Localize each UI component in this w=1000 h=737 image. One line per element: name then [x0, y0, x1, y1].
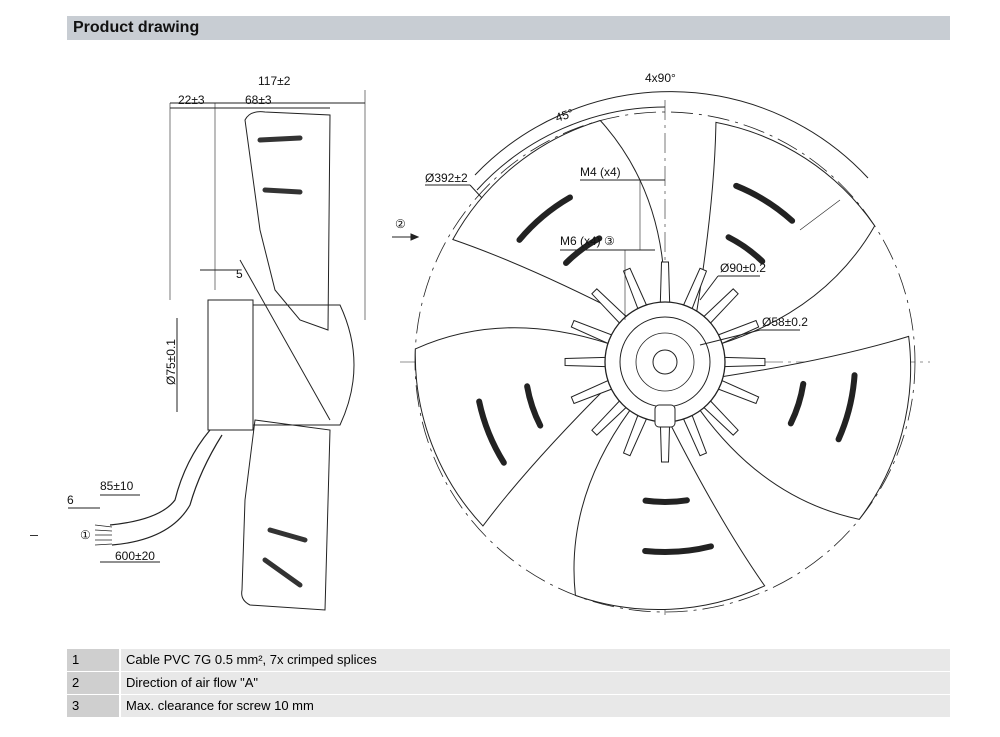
- section-header: Product drawing: [67, 16, 950, 40]
- motor-flange: [207, 299, 254, 431]
- fan-blade: [696, 121, 876, 344]
- dim-d58: Ø58±0.2: [762, 315, 808, 329]
- dim-offset: 22±3: [178, 93, 205, 107]
- dim-fan-diameter: Ø392±2: [425, 171, 468, 185]
- legend-num: 1: [67, 649, 119, 671]
- motor-body: [252, 304, 355, 426]
- blade-slot: [642, 543, 714, 555]
- motor-fin: [659, 261, 671, 308]
- dim-strip-end: 6: [67, 493, 74, 507]
- fan-blades: [414, 119, 912, 610]
- blade-slot: [733, 182, 796, 224]
- blade-edge: [239, 259, 331, 421]
- blade-slot: [642, 497, 690, 505]
- dim-depth: 68±3: [245, 93, 272, 107]
- blade-upper: [244, 111, 331, 331]
- blade-slots: [257, 135, 308, 588]
- legend-num: 2: [67, 672, 119, 694]
- dim-45-arc: [476, 106, 666, 191]
- dim-cable-length: 600±20: [115, 549, 155, 563]
- legend-text: Direction of air flow "A": [121, 672, 950, 694]
- motor-fin: [719, 356, 766, 368]
- fan-blade: [699, 335, 912, 520]
- dim-m4: M4 (x4): [580, 165, 621, 179]
- legend-text: Cable PVC 7G 0.5 mm², 7x crimped splices: [121, 649, 950, 671]
- dim-angle: 45°: [554, 106, 576, 125]
- front-view: 4x90° 45° Ø392±2 M4 (x4) M6 (x4) ③ Ø90±0…: [400, 71, 930, 620]
- dim-gap: 5: [236, 267, 243, 281]
- legend-text: Max. clearance for screw 10 mm: [121, 695, 950, 717]
- dim-90-arc: [474, 91, 869, 179]
- blade-slot: [787, 380, 807, 427]
- dim-angle-total: 4x90°: [645, 71, 676, 85]
- blade-slot: [516, 194, 573, 243]
- blade-slot: [835, 372, 858, 443]
- dim-m6: M6 (x4) ③: [560, 234, 615, 248]
- fan-blade: [452, 119, 666, 317]
- margin-mark: [30, 535, 38, 536]
- fan-blade: [573, 410, 766, 610]
- legend-num: 3: [67, 695, 119, 717]
- dim-overall: 117±2: [258, 74, 291, 88]
- blade-lower: [241, 419, 331, 611]
- motor-fin: [564, 356, 611, 368]
- blade-slot: [725, 234, 766, 265]
- cable: [109, 429, 211, 526]
- section-title: Product drawing: [73, 19, 200, 36]
- dim-d90: Ø90±0.2: [720, 261, 766, 275]
- blade-slot: [476, 398, 507, 466]
- dim-cable-strip: 85±10: [100, 479, 134, 493]
- callout-1: ①: [80, 528, 91, 542]
- fan-blade: [414, 327, 610, 527]
- dim-diameter: Ø75±0.1: [164, 339, 178, 385]
- side-view: 117±2 22±3 68±3 5 Ø75±0.1 85±10 6 600±20…: [67, 74, 420, 611]
- hub: [604, 301, 726, 423]
- cable-outlet: [654, 404, 676, 428]
- blade-slot: [524, 383, 544, 429]
- callout-2: ②: [395, 217, 406, 231]
